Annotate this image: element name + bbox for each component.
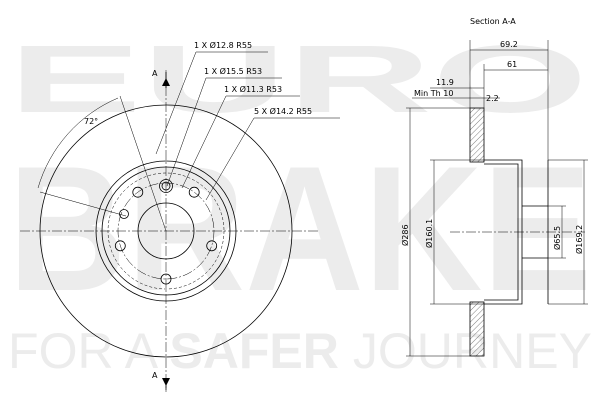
watermark-line-brake: BRAKE: [8, 129, 592, 328]
section-marker-top: A: [152, 69, 158, 78]
centre-bore: [137, 202, 195, 260]
disc-outer-edge: [39, 104, 293, 358]
section-ring-top: [469, 107, 485, 163]
bolt-holes: [114, 179, 218, 285]
dim-bolt-circle: Ø169.2: [574, 225, 584, 254]
bolt-circle: [117, 182, 215, 280]
section-title: Section A-A: [470, 17, 516, 26]
dim-thickness: 11.9: [436, 78, 454, 87]
hat-outer-circle: [95, 160, 237, 302]
hat-inner-circle: [101, 166, 231, 296]
watermark-tagline-c: JOURNEY: [339, 323, 592, 379]
dim-overall-height: 69.2: [500, 40, 518, 49]
callout-leader-2: [166, 77, 207, 187]
angle-leader-a: [39, 191, 127, 217]
angle-arc: [37, 97, 119, 189]
bolt-hole: [188, 186, 200, 198]
hat-hidden-circle: [107, 172, 225, 290]
section-arrow-bottom-head: [162, 378, 170, 386]
dim-hat-height: 61: [507, 60, 517, 69]
watermark-tagline-a: FOR A: [8, 323, 169, 379]
hole-15-5: [159, 179, 173, 193]
watermark: EURO BRAKE FOR A SAFER JOURNEY: [8, 26, 592, 379]
bolt-hole: [206, 240, 218, 252]
callout-hole-3: 1 X Ø11.3 R53: [224, 84, 282, 94]
dim-wear: 2.2: [486, 94, 499, 103]
callout-holes-5: 5 X Ø14.2 R55: [254, 106, 312, 116]
callout-leader-4: [205, 117, 255, 201]
bolt-hole: [114, 240, 126, 252]
angle-label: 72°: [84, 117, 98, 126]
dim-min-thickness: Min Th 10: [414, 89, 453, 98]
dim-hat-diameter: Ø160.1: [424, 219, 434, 248]
callout-leader-1: [155, 51, 197, 155]
callout-hole-1: 1 X Ø12.8 R55: [194, 40, 252, 50]
section-view: Section A-A 69.2 61 11.9 Min Th 10 2.2 Ø…: [400, 17, 588, 357]
section-marker-bottom: A: [152, 371, 158, 380]
section-ring-bottom: [469, 301, 485, 357]
watermark-line-euro: EURO: [8, 26, 588, 133]
dim-outer-diameter: Ø286: [400, 224, 410, 246]
hole-11-3: [161, 181, 171, 191]
dim-centre-bore: Ø65.5: [552, 226, 562, 250]
front-view: A A 72° 1 X Ø12.8 R55 1 X Ø15.5 R53 1 X …: [20, 40, 340, 392]
callout-hole-2: 1 X Ø15.5 R53: [204, 66, 262, 76]
bolt-hole: [160, 273, 172, 285]
watermark-tagline-b: SAFER: [169, 323, 339, 379]
bolt-hole: [132, 186, 144, 198]
angle-leader-b: [119, 95, 167, 232]
watermark-tagline: FOR A SAFER JOURNEY: [8, 323, 592, 379]
callout-leader-3: [181, 95, 227, 189]
section-arrow-top-head: [162, 78, 170, 86]
